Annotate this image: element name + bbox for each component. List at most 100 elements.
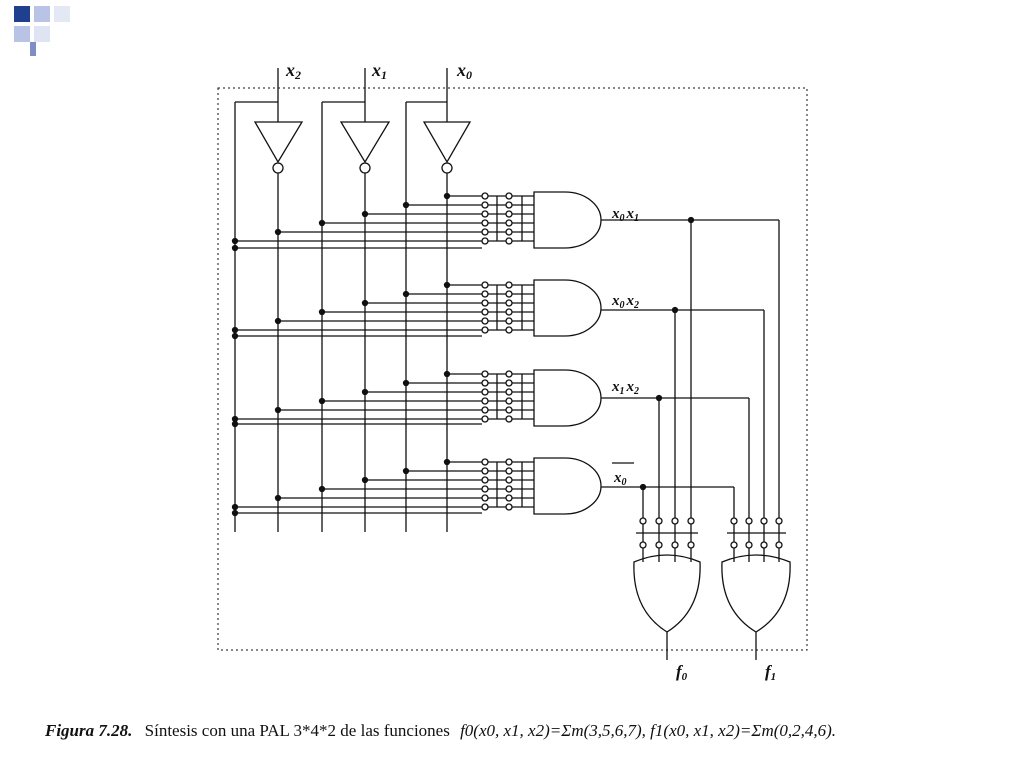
junction-dot [402,467,410,475]
fuse-link [481,299,489,307]
fuse-link [505,485,513,493]
fuse-link [505,415,513,423]
or-plane-fuses [636,517,786,562]
junction-dot [274,406,282,414]
or-fuse-link [639,541,647,549]
fuse-link [505,379,513,387]
or-fuse-link [730,541,738,549]
junction-dot [361,210,369,218]
fuse-link [505,370,513,378]
or-fuse-link [745,517,753,525]
fuse-link [505,237,513,245]
junction-dot [231,503,239,511]
fuse-link [481,406,489,414]
fuse-link [505,458,513,466]
junction-dot [274,228,282,236]
fuse-link [481,397,489,405]
fuse-link [481,379,489,387]
figure-label: Figura 7.28. [45,721,133,740]
fuse-link [505,406,513,414]
or-fuse-link [730,517,738,525]
or-fuse-link [655,517,663,525]
junction-dot [402,290,410,298]
fuse-link [481,326,489,334]
and-plane [231,192,534,517]
junction-dot [443,370,451,378]
fuse-link [481,210,489,218]
junction-dot [443,281,451,289]
or-fuse-link [745,541,753,549]
input-label-x1: x1 [371,60,387,82]
fuse-link [481,237,489,245]
slide-corner-squares-logo [14,6,70,56]
fuse-link [481,415,489,423]
fuse-link [505,503,513,511]
fuse-link [481,201,489,209]
junction-dot [361,388,369,396]
fuse-link [505,308,513,316]
output-label-f0: f0 [676,662,688,683]
fuse-link [505,388,513,396]
or-fuse-link [775,517,783,525]
input-labels: x2 x1 x0 [285,60,472,82]
junction-dot [402,201,410,209]
or-fuse-link [775,541,783,549]
junction-dot [318,219,326,227]
fuse-link [481,219,489,227]
junction-dot [361,299,369,307]
input-label-x0: x0 [456,60,472,82]
and-gates [533,191,602,515]
or-fuse-link [687,541,695,549]
fuse-link [481,281,489,289]
or-gates [633,554,791,660]
input-label-x2: x2 [285,60,301,82]
or-fuse-link [671,541,679,549]
fuse-link [505,210,513,218]
fuse-link [481,290,489,298]
fuse-link [481,476,489,484]
pal-device-boundary [217,87,808,651]
fuse-link [481,467,489,475]
fuse-link [505,201,513,209]
fuse-link [481,458,489,466]
junction-dot [318,308,326,316]
junction-dot [443,192,451,200]
or-fuse-link [687,517,695,525]
junction-dot [443,458,451,466]
fuse-link [505,326,513,334]
product-label-not-x0: x0 [613,470,627,488]
fuse-link [505,467,513,475]
product-term-lines [601,216,780,518]
junction-dot [231,326,239,334]
fuse-link [481,308,489,316]
junction-dot [274,494,282,502]
or-fuse-link [671,517,679,525]
fuse-link [481,228,489,236]
fuse-link [505,476,513,484]
inverter-buffers [253,121,472,174]
fuse-link [505,192,513,200]
fuse-link [481,485,489,493]
output-labels: f0 f1 [676,662,776,683]
or-fuse-link [639,517,647,525]
fuse-link [481,388,489,396]
fuse-link [505,290,513,298]
fuse-link [505,397,513,405]
fuse-link [481,503,489,511]
or-fuse-link [760,541,768,549]
figure-caption: Figura 7.28. Síntesis con una PAL 3*4*2 … [45,721,1020,741]
or-fuse-link [760,517,768,525]
fuse-link [505,494,513,502]
vertical-input-rails [234,102,448,532]
output-label-f1: f1 [765,662,776,683]
junction-dot [318,397,326,405]
fuse-link [481,370,489,378]
junction-dot [231,237,239,245]
fuse-link [505,281,513,289]
junction-dot [231,415,239,423]
